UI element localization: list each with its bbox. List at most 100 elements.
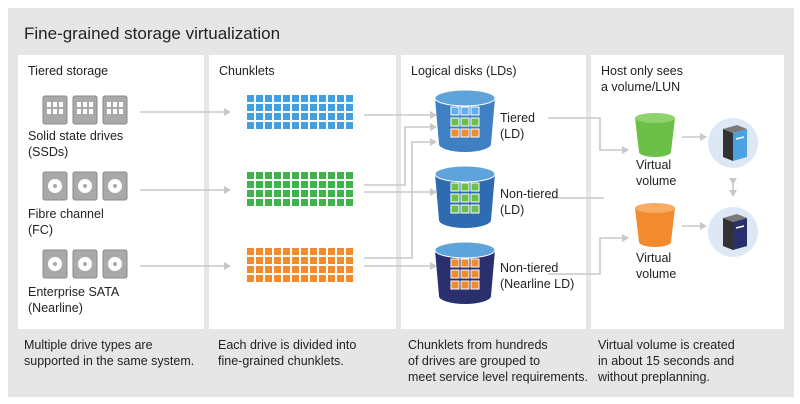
chunklet	[337, 181, 344, 188]
chunklet	[256, 104, 263, 111]
chunklet	[319, 199, 326, 206]
arrow-sata-chunk-to-ld	[364, 138, 437, 259]
chunklet	[274, 104, 281, 111]
server-top	[723, 214, 747, 222]
flow-arrows	[140, 108, 737, 275]
chunklet	[283, 181, 290, 188]
chunklets-header: Chunklets	[219, 63, 275, 79]
platter-hub	[53, 262, 57, 266]
volume-2-label-line-1: Virtual	[636, 251, 672, 265]
fc-label: Fibre channel (FC)	[28, 206, 104, 238]
chunklet	[301, 104, 308, 111]
ssd-cell	[107, 102, 111, 107]
chunklet	[301, 172, 308, 179]
chunklet	[265, 190, 272, 197]
chunklet-grids	[247, 95, 353, 282]
volume-2-label-line-2: volume	[636, 267, 677, 281]
ld-chunklet	[450, 193, 460, 203]
ld-chunklet	[470, 280, 480, 290]
disk-drive-icon	[42, 249, 68, 279]
chunklet	[301, 275, 308, 282]
chunklet	[283, 199, 290, 206]
host-header: Host only sees a volume/LUN	[601, 63, 683, 95]
chunklet	[265, 248, 272, 255]
ld-chunklet	[450, 106, 460, 116]
chunklet	[247, 104, 254, 111]
tiered-storage-caption-line-2: supported in the same system.	[24, 354, 195, 368]
chunklet	[256, 172, 263, 179]
disk-drive-icon	[72, 171, 98, 201]
ld-chunklet	[460, 182, 470, 192]
server-slot	[735, 225, 745, 229]
chunklet	[346, 172, 353, 179]
ssd-cell	[59, 109, 63, 114]
ld-chunklet	[470, 269, 480, 279]
ssd-cell	[77, 102, 81, 107]
chunklet	[310, 266, 317, 273]
chunklet	[256, 275, 263, 282]
chunklets-caption: Each drive is divided into fine-grained …	[218, 337, 356, 369]
ld-chunklet	[460, 204, 470, 214]
chunklet	[310, 181, 317, 188]
chunklet	[337, 95, 344, 102]
chunklet	[328, 122, 335, 129]
chunklet	[247, 181, 254, 188]
chunklet	[337, 257, 344, 264]
chunklet	[256, 257, 263, 264]
ld-chunklet	[450, 117, 460, 127]
arrow-ld1-to-volume	[548, 117, 629, 154]
ld-chunklet	[450, 182, 460, 192]
server-icon	[708, 118, 758, 168]
chunklet	[265, 266, 272, 273]
chunklet	[346, 257, 353, 264]
volume-body	[635, 208, 675, 247]
ssd-cell	[53, 109, 57, 114]
chunklet	[310, 95, 317, 102]
chunklet	[265, 257, 272, 264]
chunklet	[265, 122, 272, 129]
ld-nearline-label-line-2: (Nearline LD)	[500, 277, 575, 291]
ld-chunklet	[460, 106, 470, 116]
chunklet	[292, 122, 299, 129]
ld-chunklet	[460, 258, 470, 268]
server-front	[733, 129, 747, 161]
disk-drive-icon	[102, 249, 128, 279]
host-caption: Virtual volume is created in about 15 se…	[598, 337, 735, 385]
chunklet-grid	[247, 248, 353, 282]
platter-hub	[113, 184, 117, 188]
chunklet	[283, 95, 290, 102]
chunklet	[256, 113, 263, 120]
chunklet	[283, 275, 290, 282]
chunklet	[337, 122, 344, 129]
chunklet	[292, 257, 299, 264]
ssd-cell	[89, 102, 93, 107]
ld-chunklet	[470, 106, 480, 116]
chunklet	[274, 122, 281, 129]
chunklet	[256, 95, 263, 102]
chunklet	[247, 266, 254, 273]
sata-label: Enterprise SATA (Nearline)	[28, 284, 119, 316]
chunklet	[292, 266, 299, 273]
disk-drive-icon	[102, 171, 128, 201]
chunklet	[283, 113, 290, 120]
chunklet	[283, 104, 290, 111]
server-front	[733, 218, 747, 250]
ssd-cell	[113, 109, 117, 114]
chunklet	[310, 257, 317, 264]
ssd-cell	[119, 102, 123, 107]
ssd-icon	[42, 95, 68, 125]
tiered-storage-caption: Multiple drive types are supported in th…	[24, 337, 194, 369]
chunklet	[256, 199, 263, 206]
chunklet	[337, 190, 344, 197]
chunklet	[337, 199, 344, 206]
ld-nontiered-label-line-1: Non-tiered	[500, 187, 559, 201]
chunklet	[256, 248, 263, 255]
chunklet	[310, 172, 317, 179]
logical-disks-caption-line-3: meet service level requirements.	[408, 370, 588, 384]
chunklet	[301, 257, 308, 264]
chunklet	[310, 275, 317, 282]
chunklet	[346, 113, 353, 120]
chunklet	[292, 104, 299, 111]
logical-disks-caption-line-2: of drives are grouped to	[408, 354, 541, 368]
